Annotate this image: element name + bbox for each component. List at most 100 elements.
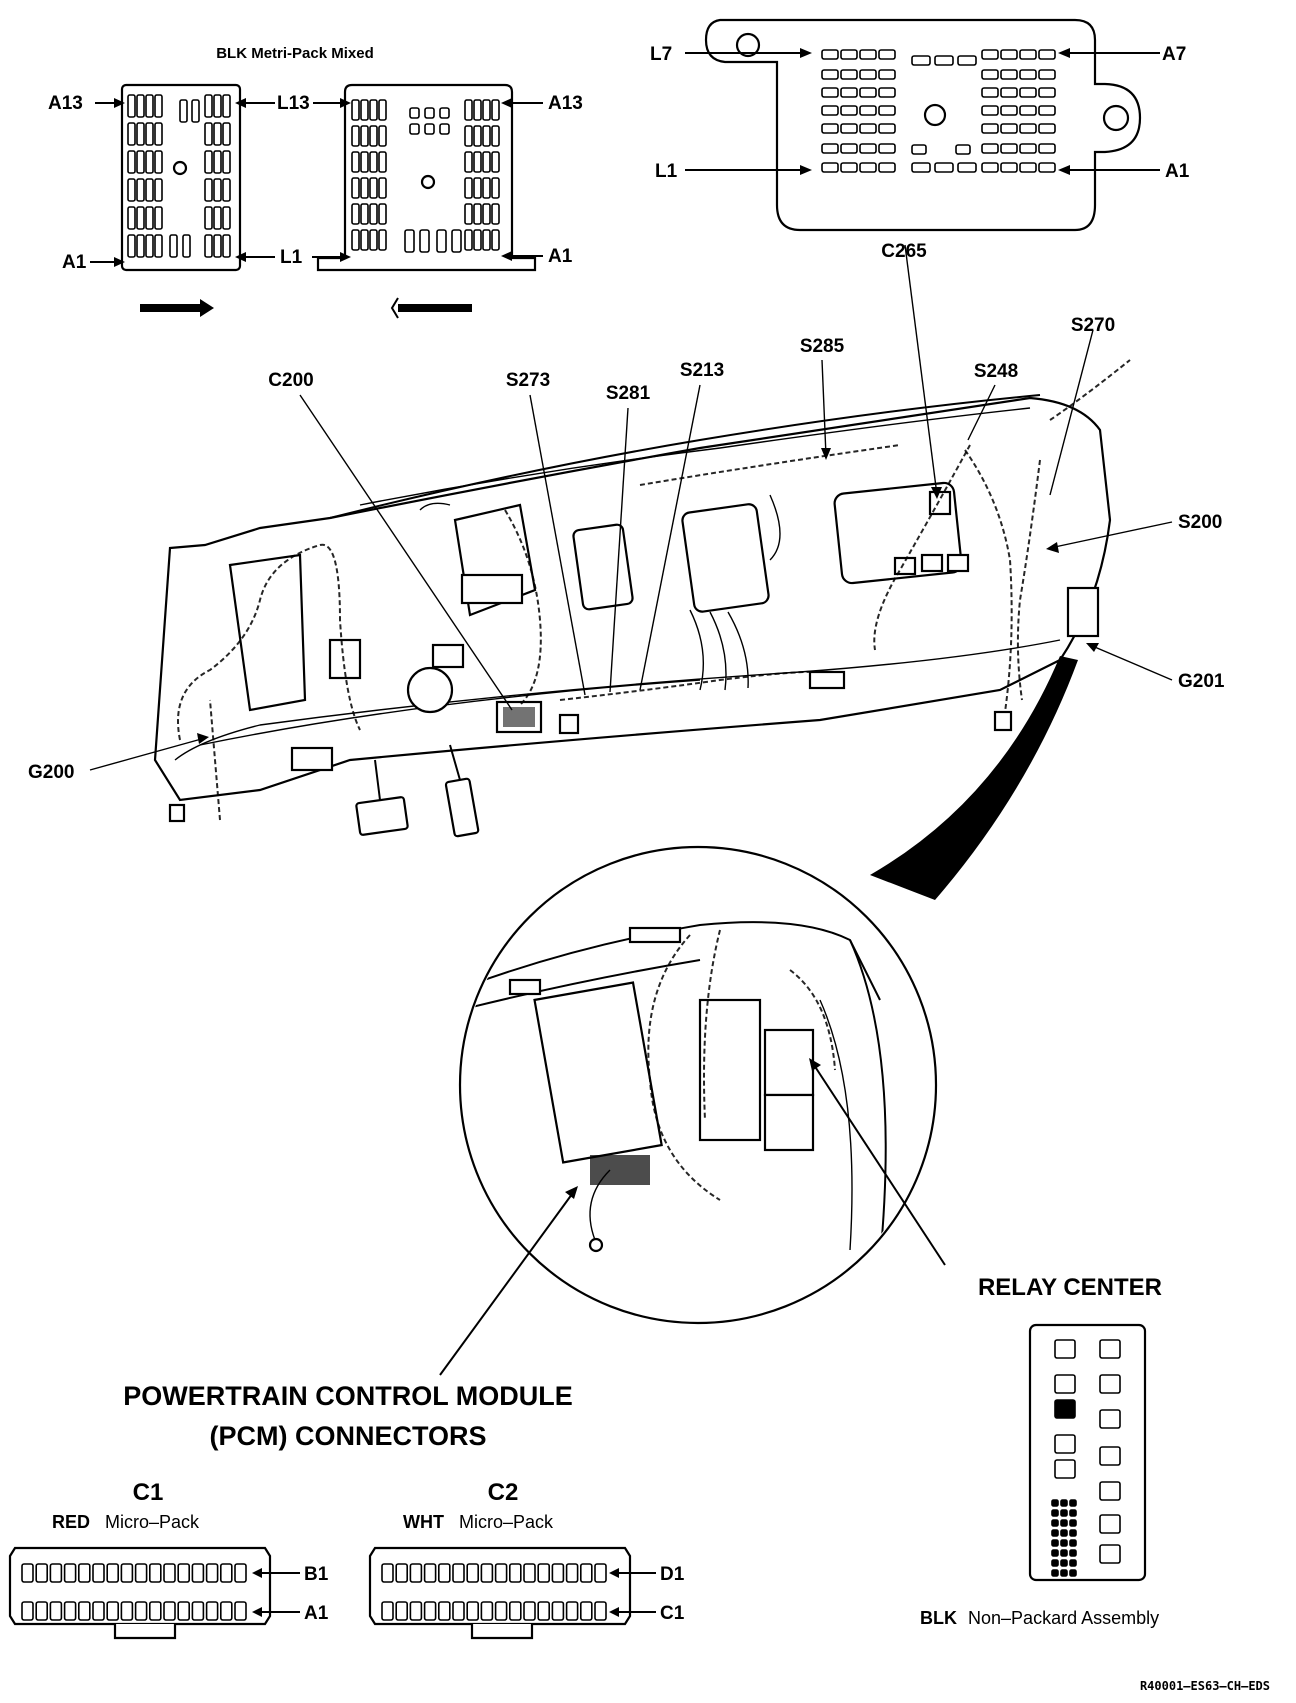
c265-cavity — [1019, 87, 1037, 98]
metripack-cavity — [369, 177, 378, 199]
metripack-cavity — [213, 234, 222, 258]
pcm-cavity — [92, 1601, 105, 1621]
pcm-cavity — [21, 1563, 34, 1583]
metripack-cavity — [179, 99, 188, 123]
metripack-cavity — [439, 123, 450, 135]
c265-cavity — [859, 162, 877, 173]
leader-c265 — [904, 244, 938, 496]
metripack-cavity — [182, 234, 191, 258]
pcm-cavity — [537, 1563, 551, 1583]
pcm-cavity — [466, 1563, 480, 1583]
leader-pcm — [439, 1189, 576, 1376]
c265-cavity — [878, 162, 896, 173]
relay-terminal — [1069, 1559, 1077, 1567]
metripack-cavity — [127, 234, 136, 258]
metripack-cavity — [204, 178, 213, 202]
dash-opening-2 — [681, 503, 770, 613]
pcm-cavity — [92, 1563, 105, 1583]
metripack-left-hole — [172, 160, 188, 176]
pcm-cavity — [149, 1563, 162, 1583]
c265-cavity — [981, 162, 999, 173]
metripack-right-cavities — [351, 99, 500, 253]
pcm-title-line2: (PCM) CONNECTORS — [209, 1421, 486, 1451]
leader-g201 — [1089, 644, 1173, 681]
pcm-cavity — [63, 1563, 77, 1583]
relay-terminal — [1069, 1519, 1077, 1527]
pcm-module — [533, 981, 663, 1164]
metripack-cavity — [491, 125, 500, 147]
pcm-cavity — [134, 1601, 148, 1621]
metripack-cavity — [154, 206, 163, 230]
label-s285: S285 — [800, 336, 845, 357]
pcm-cavity — [49, 1601, 63, 1621]
metripack-cavity — [464, 151, 473, 173]
pcm-cavity — [78, 1563, 91, 1583]
pcm-cavity — [49, 1563, 63, 1583]
relay-center-block — [1066, 586, 1100, 638]
svg-text:WHT Micro–Pack: WHT Micro–Pack — [403, 1512, 554, 1532]
label-a7: A7 — [1162, 44, 1186, 65]
c265-cavity — [1019, 162, 1037, 173]
c265-center-hole — [923, 103, 947, 127]
metripack-cavity — [491, 151, 500, 173]
metripack-cavity — [351, 203, 360, 225]
c265-cavity — [955, 144, 971, 155]
pcm-cavity — [480, 1563, 494, 1583]
metripack-cavity — [451, 229, 462, 253]
label-s213: S213 — [680, 360, 724, 381]
metripack-cavity — [436, 229, 447, 253]
pcm-cavity — [480, 1601, 494, 1621]
pcm-cavity — [106, 1563, 119, 1583]
pcm-cavity — [191, 1563, 205, 1583]
pcm-cavity — [234, 1601, 247, 1621]
metripack-cavity — [473, 177, 482, 199]
metripack-cavity — [409, 123, 420, 135]
c265-cavity — [859, 49, 877, 60]
metripack-cavity — [491, 203, 500, 225]
c265-cavity — [1038, 143, 1056, 154]
direction-arrow-left — [140, 304, 205, 312]
c265-connector-body — [704, 18, 1142, 232]
pcm-cavity — [220, 1563, 233, 1583]
metripack-cavity — [360, 99, 369, 121]
pcm-cavity — [452, 1601, 465, 1621]
metripack-cavity — [419, 229, 430, 253]
relay-cavity — [1099, 1339, 1121, 1359]
c2-name: C2 — [488, 1479, 519, 1506]
metripack-cavity — [378, 229, 387, 251]
metripack-cavity — [145, 234, 154, 258]
metripack-cavity — [369, 203, 378, 225]
c265-cavity — [957, 162, 977, 173]
c265-cavity — [840, 143, 858, 154]
c265-cavity — [981, 123, 999, 134]
metripack-right-hole — [420, 174, 436, 190]
metripack-cavity — [473, 203, 482, 225]
metripack-cavity — [424, 107, 435, 119]
metripack-cavity — [204, 234, 213, 258]
relay-cavity — [1099, 1481, 1121, 1501]
metripack-cavity — [482, 177, 491, 199]
relay-cavity — [1054, 1459, 1076, 1479]
metripack-cavity — [491, 99, 500, 121]
harness-s285 — [639, 444, 901, 486]
harness-left — [177, 543, 361, 741]
pcm-cavity — [205, 1601, 219, 1621]
pcm-cavity — [149, 1601, 162, 1621]
relay-terminal — [1069, 1529, 1077, 1537]
c2-cavities — [381, 1563, 607, 1621]
relay-cavity — [1054, 1374, 1076, 1394]
label-a1-right: A1 — [548, 246, 573, 267]
c265-cavity — [840, 49, 858, 60]
c265-cavity — [1038, 69, 1056, 80]
metripack-cavity — [464, 229, 473, 251]
c265-cavity — [878, 123, 896, 134]
detail-view — [439, 845, 946, 1376]
c265-cavity — [840, 69, 858, 80]
leader-s273 — [529, 394, 586, 696]
metripack-cavity — [154, 94, 163, 118]
leader-s281 — [609, 407, 629, 693]
c265-cavity — [821, 143, 839, 154]
c265-cavity — [981, 87, 999, 98]
c265-cavity — [821, 69, 839, 80]
metripack-cavity — [404, 229, 415, 253]
